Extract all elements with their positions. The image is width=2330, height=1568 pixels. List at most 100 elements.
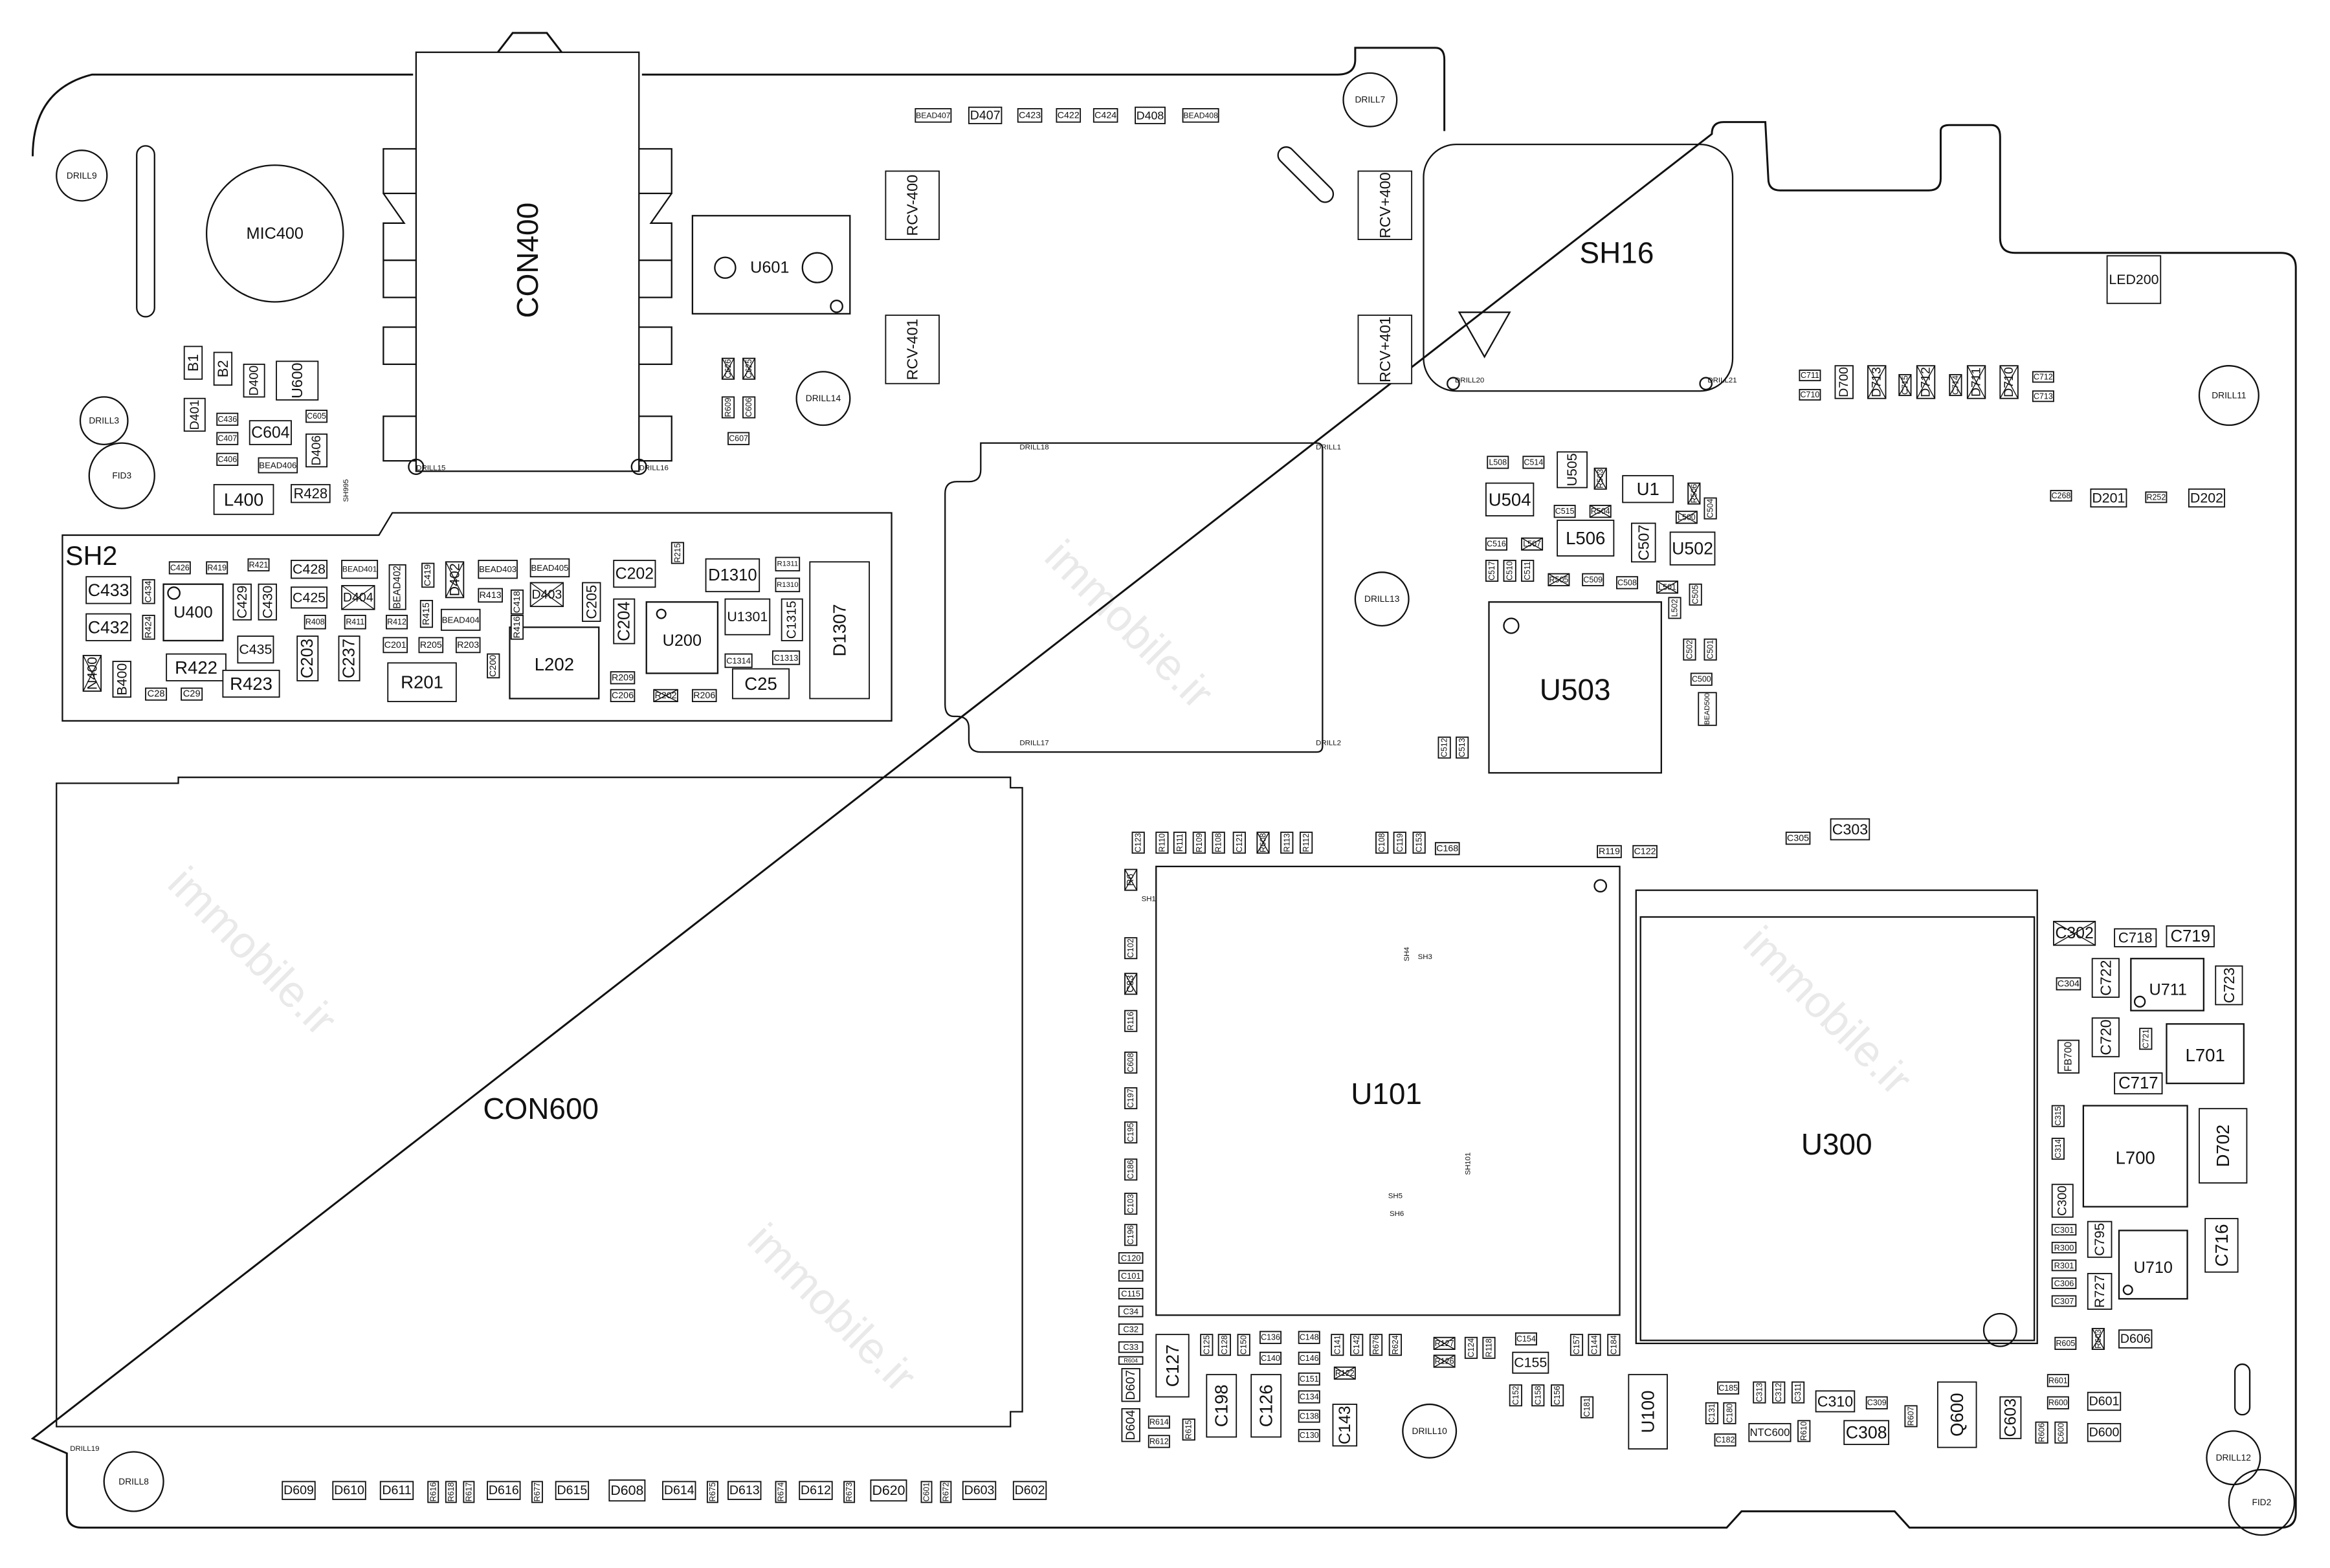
component-label: C200 (488, 655, 498, 677)
component-label: C33 (1123, 1342, 1138, 1352)
component-u100: U100 (1628, 1374, 1668, 1450)
middle-shield (944, 442, 1324, 753)
component-r603: R603 (2091, 1328, 2105, 1351)
component-label: C180 (1725, 1404, 1734, 1423)
component-label: C155 (1514, 1355, 1547, 1371)
component-r419: R419 (206, 561, 228, 575)
component-label: C514 (1524, 458, 1544, 467)
con600-label: CON600 (483, 1092, 599, 1125)
component-label: L502 (1670, 599, 1680, 617)
component-bead401: BEAD401 (341, 560, 379, 579)
component-d614: D614 (662, 1481, 696, 1500)
component-r201: R201 (387, 662, 457, 702)
component-label: C314 (2054, 1139, 2063, 1158)
u710-label: U710 (2134, 1259, 2173, 1277)
component-label: R601 (2048, 1376, 2068, 1385)
component-label: BEAD404 (442, 615, 480, 624)
component-b400: B400 (112, 661, 131, 698)
component-c710: C710 (1799, 389, 1821, 401)
component-label: C140 (1261, 1354, 1280, 1363)
component-label: D711 (1969, 368, 1984, 397)
hole-drill7: DRILL7 (1342, 72, 1398, 127)
component-r674: R674 (775, 1481, 787, 1503)
component-r600: R600 (2047, 1396, 2069, 1409)
mic400-label: MIC400 (247, 225, 304, 243)
component-label: C237 (340, 639, 359, 678)
component-r672: R672 (940, 1481, 952, 1503)
component-label: L507 (1523, 540, 1541, 549)
hole-drill14: DRILL14 (795, 371, 851, 426)
u503-label: U503 (1540, 673, 1611, 707)
component-label: C305 (1787, 833, 1809, 843)
component-label: R116 (1126, 1011, 1135, 1030)
component-c406: C406 (216, 452, 239, 466)
component-c115: C115 (1118, 1288, 1144, 1299)
component-label: R206 (693, 690, 715, 701)
component-label: D608 (610, 1483, 643, 1498)
component-label: C425 (293, 590, 326, 605)
sh2-shield: SH2 (61, 512, 893, 722)
component-label: C432 (88, 617, 129, 637)
component-c203: C203 (296, 635, 319, 681)
component-c301: C301 (2051, 1224, 2077, 1236)
component-label: C1314 (726, 656, 751, 665)
component-r111: R111 (1173, 832, 1187, 854)
component-d616: D616 (487, 1481, 521, 1500)
sh2-label: SH2 (65, 541, 117, 571)
sh16-shield: SH16 (1423, 143, 1734, 392)
component-c513: C513 (1456, 736, 1469, 759)
component-d1307: D1307 (809, 561, 871, 700)
component-c134: C134 (1298, 1390, 1320, 1404)
component-c721: C721 (2139, 1028, 2153, 1050)
component-c140: C140 (1259, 1351, 1282, 1365)
component-c120: C120 (1118, 1252, 1144, 1264)
l202-part: L202 (509, 626, 600, 700)
component-label: R109 (1195, 833, 1204, 852)
component-q600: Q600 (1936, 1381, 1977, 1448)
component-label: R504 (1591, 507, 1610, 516)
component-label: D700 (1837, 367, 1851, 397)
component-c130: C130 (1298, 1429, 1320, 1442)
component-r411: R411 (344, 614, 366, 630)
component-label: D1307 (830, 604, 850, 656)
component-label: C154 (1516, 1334, 1536, 1343)
component-label: R624 (1391, 1335, 1400, 1354)
component-label: C300 (2056, 1186, 2070, 1216)
component-c28: C28 (145, 687, 168, 701)
component-c508: C508 (1616, 576, 1639, 590)
component-r6x: R6 (1124, 868, 1138, 891)
hole-label: DRILL12 (2216, 1453, 2251, 1463)
component-c517: C517 (1485, 560, 1499, 582)
component-c501: C501 (1703, 638, 1717, 661)
component-label: C307 (2054, 1296, 2074, 1306)
component-c125: C125 (1200, 1334, 1214, 1356)
component-c433: C433 (85, 576, 131, 604)
component-d400: D400 (243, 363, 265, 398)
component-label: C150 (1239, 1335, 1248, 1354)
component-d712: D712 (1916, 365, 1936, 399)
component-c305: C305 (1785, 832, 1811, 845)
component-label: C142 (1352, 1335, 1361, 1354)
component-label: D401 (188, 400, 202, 430)
component-label: C603 (2001, 1398, 2019, 1437)
component-label: C601 (922, 1483, 931, 1502)
component-label: C418 (512, 591, 522, 613)
component-label: L400 (224, 489, 263, 509)
component-label: R608 (1259, 833, 1268, 852)
component-label: C301 (2054, 1225, 2074, 1235)
component-r504: R504 (1589, 505, 1612, 518)
component-r609: R609 (721, 396, 735, 419)
component-d202: D202 (2188, 488, 2225, 508)
component-c502: C502 (1683, 638, 1696, 661)
component-c432: C432 (85, 613, 131, 641)
component-r1311: R1311 (775, 557, 801, 571)
component-c719: C719 (2166, 925, 2215, 947)
component-label: R112 (1302, 834, 1311, 852)
component-c184: C184 (1607, 1334, 1621, 1356)
component-ntc600: NTC600 (1748, 1422, 1792, 1442)
component-label: R604 (1124, 1357, 1138, 1364)
component-label: C430 (260, 586, 275, 619)
component-label: D616 (489, 1483, 519, 1497)
component-r614: R614 (1148, 1415, 1170, 1429)
component-c146: C146 (1298, 1351, 1320, 1365)
